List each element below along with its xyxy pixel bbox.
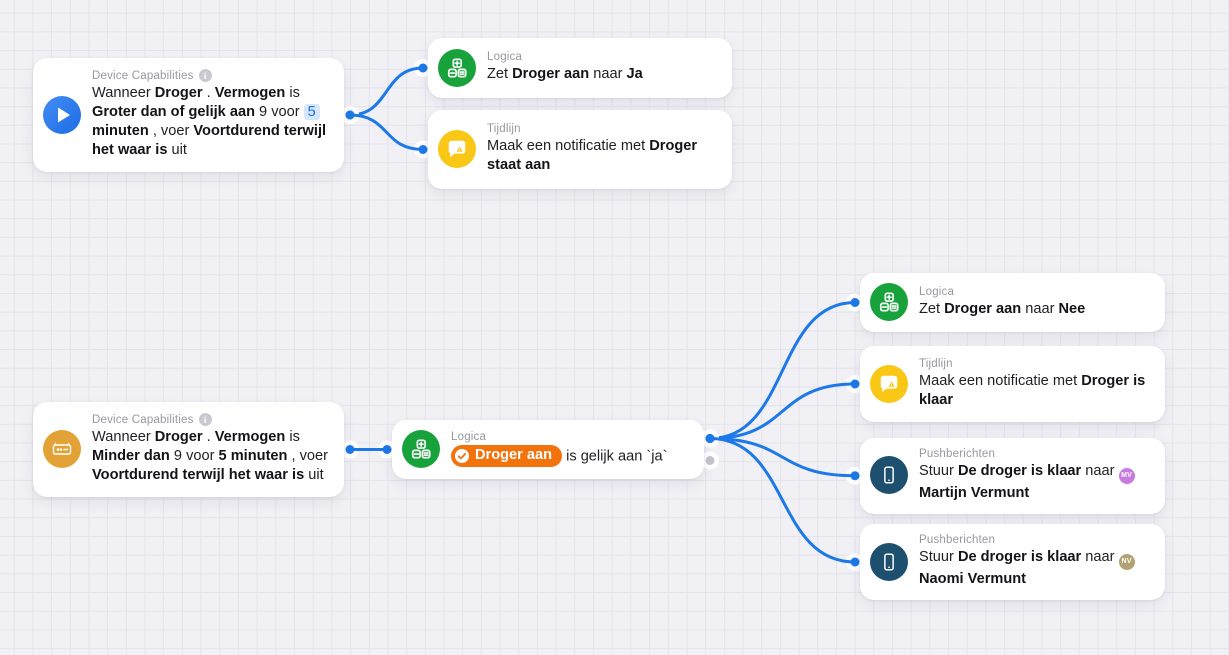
- card-text: Maak een notificatie met Droger staat aa…: [487, 138, 698, 173]
- user-avatar: MV: [1118, 467, 1135, 484]
- flow-card-set-droger-aan-ja[interactable]: Logica Zet Droger aan naar Ja: [428, 38, 732, 98]
- unused-port-dot[interactable]: [705, 456, 715, 465]
- app-name: Pushberichten: [919, 448, 996, 460]
- logic-icon: [438, 48, 476, 87]
- flow-wire: [708, 301, 857, 440]
- flow-card-trigger-power-low[interactable]: Device Capabilities i Wanneer Droger . V…: [33, 402, 344, 497]
- check-icon: [455, 448, 469, 463]
- app-name: Device Capabilities: [92, 413, 194, 426]
- app-name: Pushberichten: [919, 534, 996, 547]
- card-text: Stuur De droger is klaar naar NV Naomi V…: [919, 548, 1151, 589]
- flow-card-notificatie-staat-aan[interactable]: Tijdlijn Maak een notificatie met Droger…: [428, 110, 732, 189]
- value-token[interactable]: 5: [303, 104, 320, 120]
- card-text: Wanneer Droger . Vermogen is Minder dan …: [92, 429, 329, 483]
- card-text: Droger aan is gelijk aan `ja`: [451, 445, 690, 467]
- flow-wire: [708, 437, 857, 564]
- info-icon[interactable]: i: [198, 69, 212, 82]
- card-text: Wanneer Droger . Vermogen is Groter dan …: [92, 85, 327, 158]
- flow-card-set-droger-aan-nee[interactable]: Logica Zet Droger aan naar Nee: [860, 273, 1165, 332]
- notification-icon: [438, 130, 476, 168]
- notification-icon: [870, 364, 908, 403]
- info-icon[interactable]: i: [198, 413, 212, 426]
- logic-icon: [870, 283, 908, 321]
- app-name: Device Capabilities: [92, 69, 194, 82]
- connection-dot[interactable]: [705, 434, 715, 443]
- flow-wire: [348, 113, 425, 151]
- app-name: Logica: [919, 285, 955, 298]
- flow-wire: [348, 66, 425, 117]
- app-name: Logica: [451, 431, 487, 443]
- logic-icon: [402, 430, 440, 468]
- card-text: Zet Droger aan naar Ja: [487, 66, 643, 82]
- connection-dot[interactable]: [382, 445, 392, 454]
- connection-dot[interactable]: [418, 145, 428, 154]
- app-name: Tijdlijn: [487, 123, 521, 135]
- phone-icon: [870, 542, 908, 581]
- play-icon: [43, 95, 81, 134]
- connection-dot[interactable]: [850, 471, 860, 481]
- flow-card-push-naomi[interactable]: Pushberichten Stuur De droger is klaar n…: [860, 524, 1165, 600]
- app-name: Logica: [487, 51, 523, 63]
- card-text: Maak een notificatie met Droger is klaar: [919, 372, 1146, 408]
- app-name: Tijdlijn: [919, 357, 953, 370]
- flow-card-logic-condition[interactable]: Logica Droger aan is gelijk aan `ja`: [392, 420, 704, 479]
- connection-dot[interactable]: [345, 110, 355, 120]
- connection-dot[interactable]: [850, 557, 860, 567]
- connection-dot[interactable]: [850, 379, 860, 389]
- user-avatar: NV: [1118, 553, 1135, 570]
- logic-variable-chip[interactable]: Droger aan: [451, 445, 563, 467]
- card-text: Stuur De droger is klaar naar MV Martijn…: [919, 462, 1151, 503]
- phone-icon: [870, 456, 908, 495]
- card-text: Zet Droger aan naar Nee: [919, 300, 1086, 317]
- flow-card-notificatie-klaar[interactable]: Tijdlijn Maak een notificatie met Droger…: [860, 346, 1165, 422]
- connection-dot[interactable]: [418, 63, 428, 73]
- flow-card-trigger-power-high[interactable]: Device Capabilities i Wanneer Droger . V…: [33, 58, 344, 172]
- flow-wire: [708, 437, 857, 478]
- connection-dot[interactable]: [850, 298, 860, 307]
- flow-card-push-martijn[interactable]: Pushberichten Stuur De droger is klaar n…: [860, 438, 1165, 514]
- flow-wire: [708, 382, 857, 440]
- appliance-icon: [43, 430, 81, 468]
- connection-dot[interactable]: [345, 445, 355, 454]
